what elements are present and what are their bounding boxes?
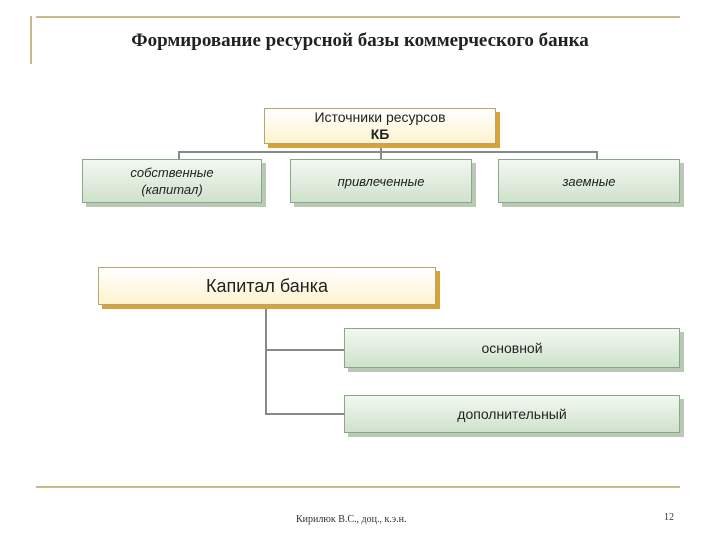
connector-horizontal	[178, 151, 598, 153]
connector-middle-drop	[380, 151, 382, 159]
capital-additional-label: дополнительный	[457, 405, 567, 422]
capital-basic-box: основной	[344, 328, 680, 368]
source-attracted-box: привлеченные	[290, 159, 472, 203]
connector-capital-stem	[265, 305, 267, 415]
connector-right-drop	[596, 151, 598, 159]
capital-additional-box: дополнительный	[344, 395, 680, 433]
page-number: 12	[664, 512, 674, 523]
sources-root-box: Источники ресурсов КБ	[264, 108, 496, 144]
source-own-line2: (капитал)	[141, 182, 203, 197]
capital-root-label: Капитал банка	[206, 275, 328, 296]
capital-basic-label: основной	[481, 339, 543, 356]
connector-left-drop	[178, 151, 180, 159]
frame-top-rule	[36, 16, 680, 18]
connector-root-stem	[380, 144, 382, 152]
source-own-line1: собственные	[130, 165, 214, 180]
footer-author: Кирилюк В.С., доц., к.э.н.	[296, 514, 407, 525]
connector-capital-additional	[265, 413, 345, 415]
sources-root-line2: КБ	[370, 126, 390, 142]
frame-bottom-rule	[36, 486, 680, 488]
connector-capital-basic	[265, 349, 345, 351]
slide-title: Формирование ресурсной базы коммерческог…	[131, 30, 589, 51]
source-own-box: собственные (капитал)	[82, 159, 262, 203]
source-borrowed-box: заемные	[498, 159, 680, 203]
source-attracted-label: привлеченные	[337, 173, 425, 189]
capital-root-box: Капитал банка	[98, 267, 436, 305]
frame-left-rule	[30, 16, 32, 64]
sources-root-line1: Источники ресурсов	[314, 109, 446, 125]
source-borrowed-label: заемные	[562, 173, 616, 189]
